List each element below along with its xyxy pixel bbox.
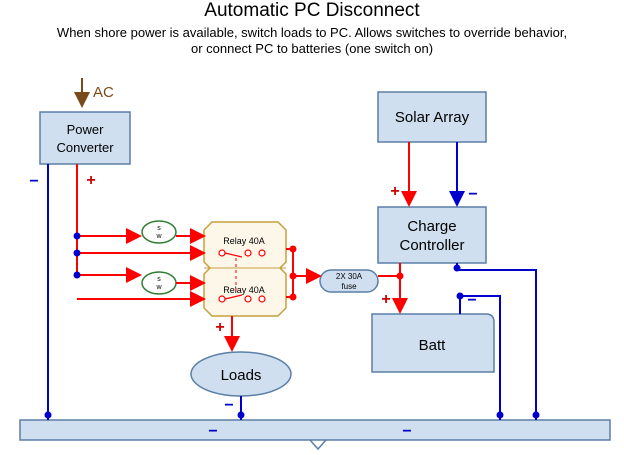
- minus-battery: −: [467, 292, 476, 309]
- charge-controller-label-1: Charge: [407, 218, 456, 235]
- batt-label: Batt: [419, 337, 447, 354]
- power-converter-box: Power Converter: [39, 111, 131, 165]
- minus-bus-right: −: [402, 423, 411, 440]
- positive-markers: + + + +: [86, 172, 399, 336]
- switch-bottom-w: w: [155, 284, 162, 291]
- fuse-label-2: fuse: [341, 282, 357, 291]
- fuse: 2X 30A fuse: [319, 269, 379, 293]
- negative-wires: [47, 142, 537, 420]
- minus-loads: −: [224, 397, 233, 414]
- minus-bus-left: −: [208, 423, 217, 440]
- power-converter-label-2: Converter: [56, 140, 114, 155]
- switch-top-s: s: [157, 225, 161, 232]
- ac-label: AC: [93, 84, 114, 101]
- relay-block: Relay 40A Relay 40A: [203, 221, 287, 317]
- subtitle-line-1: When shore power is available, switch lo…: [56, 25, 568, 40]
- solar-array-label: Solar Array: [395, 109, 470, 126]
- ac-input: AC: [74, 78, 114, 108]
- negative-bus-bar: [19, 419, 611, 451]
- relay-top-label: Relay 40A: [223, 236, 265, 246]
- loads-label: Loads: [221, 367, 262, 384]
- plus-solar: +: [390, 183, 399, 200]
- plus-loads: +: [215, 319, 224, 336]
- switch-bottom-s: s: [157, 276, 161, 283]
- negative-junctions: [44, 264, 540, 419]
- negative-markers: − − − − − −: [29, 173, 477, 440]
- relay-bottom-label: Relay 40A: [223, 285, 265, 295]
- fuse-label-1: 2X 30A: [336, 272, 363, 281]
- minus-power-converter: −: [29, 173, 38, 190]
- switch-top[interactable]: s w: [141, 220, 177, 244]
- plus-power-converter: +: [86, 172, 95, 189]
- switch-bottom[interactable]: s w: [141, 271, 177, 295]
- minus-solar: −: [468, 186, 477, 203]
- charge-controller-label-2: Controller: [399, 237, 464, 254]
- loads-ellipse: Loads: [190, 351, 292, 397]
- positive-junctions: [73, 232, 404, 301]
- plus-battery: +: [381, 291, 390, 308]
- power-converter-label-1: Power: [67, 122, 105, 137]
- page-title: Automatic PC Disconnect: [204, 0, 420, 21]
- switch-top-w: w: [155, 233, 162, 240]
- solar-array-box: Solar Array: [377, 91, 487, 143]
- charge-controller-box: Charge Controller: [377, 206, 487, 264]
- subtitle-line-2: or connect PC to batteries (one switch o…: [190, 41, 434, 56]
- battery-box: Batt: [371, 313, 495, 373]
